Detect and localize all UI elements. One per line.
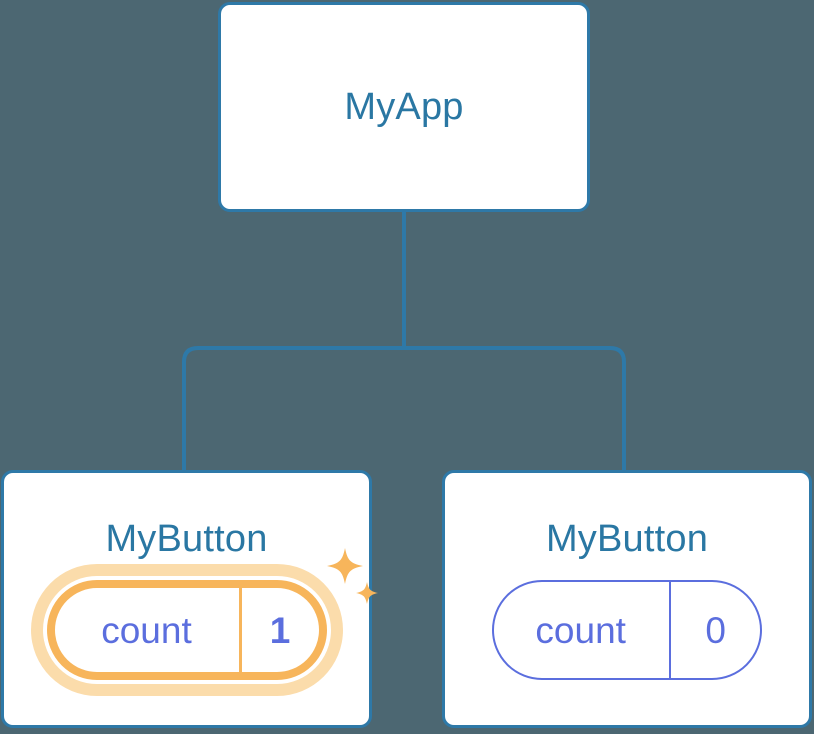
state-pill-wrapper: count 1 bbox=[46, 548, 378, 680]
state-pill-idle[interactable]: count 0 bbox=[492, 580, 762, 680]
state-key-label: count bbox=[494, 582, 672, 678]
node-title: MyButton bbox=[545, 518, 709, 560]
state-pill-wrapper: count 0 bbox=[492, 580, 762, 680]
connector-branch-left bbox=[182, 346, 404, 472]
connector-branch-right bbox=[404, 346, 626, 472]
state-value: 0 bbox=[705, 609, 726, 651]
sparkle-icon bbox=[326, 548, 378, 604]
node-mybutton-left[interactable]: MyButton count 1 bbox=[1, 470, 378, 728]
node-title: MyButton bbox=[105, 518, 268, 560]
state-key-label: count bbox=[55, 588, 242, 672]
state-value: 1 bbox=[269, 609, 291, 651]
state-pill-active[interactable]: count 1 bbox=[46, 580, 327, 680]
node-myapp[interactable]: MyApp bbox=[218, 2, 590, 212]
node-mybutton-right[interactable]: MyButton count 0 bbox=[442, 470, 812, 728]
node-title: MyApp bbox=[344, 86, 464, 128]
